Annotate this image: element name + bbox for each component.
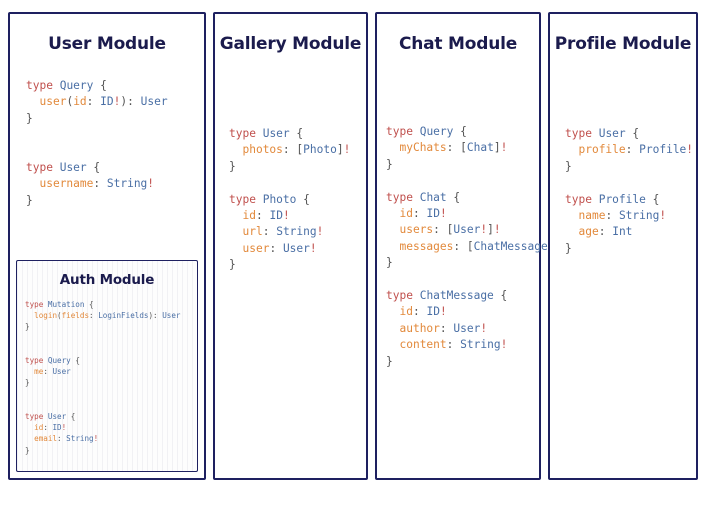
module-code-profile: type User { profile: Profile! } type Pro… bbox=[565, 127, 694, 255]
module-card-auth[interactable]: Auth Module type Mutation { login(fields… bbox=[16, 260, 198, 472]
module-card-user[interactable]: User Module type Query { user(id: ID!): … bbox=[8, 12, 206, 480]
module-title-chat: Chat Module bbox=[398, 34, 518, 54]
module-card-chat[interactable]: Chat Module type Query { myChats: [Chat]… bbox=[375, 12, 561, 480]
module-card-profile[interactable]: Profile Module type User { profile: Prof… bbox=[548, 12, 698, 480]
module-card-gallery[interactable]: Gallery Module type User { photos: [Phot… bbox=[213, 12, 368, 480]
module-title-auth: Auth Module bbox=[59, 272, 155, 288]
module-code-auth: type Mutation { login(fields: LoginField… bbox=[25, 300, 181, 455]
module-code-gallery: type User { photos: [Photo]! } type Phot… bbox=[229, 127, 351, 272]
module-code-chat: type Query { myChats: [Chat]! } type Cha… bbox=[386, 125, 561, 368]
module-code-user: type Query { user(id: ID!): User } type … bbox=[26, 79, 168, 207]
module-title-user: User Module bbox=[48, 34, 166, 54]
module-title-profile: Profile Module bbox=[554, 34, 692, 54]
module-title-gallery: Gallery Module bbox=[219, 34, 362, 54]
